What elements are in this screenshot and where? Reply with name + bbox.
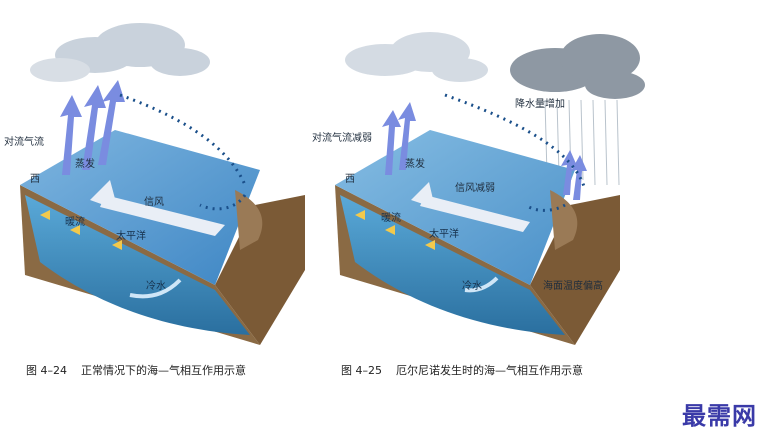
rainfall-increase-label: 降水量增加 [515,99,565,110]
warm-current-arrows [40,210,122,250]
cloud-icon [345,32,488,82]
ocean-cross-section [25,195,250,335]
cold-water-arrow [129,278,182,299]
normal-condition-diagram: 对流气流 蒸发 信风 西 暖流 太平洋 冷水 [0,0,330,395]
coastline [550,190,578,250]
west-label: 西 [30,174,40,185]
trade-wind-label: 信风 [144,197,164,208]
weak-trade-wind-label: 信风减弱 [455,183,495,194]
pacific-label: 太平洋 [116,231,146,242]
warm-current-label: 暖流 [65,217,85,228]
convection-label: 对流气流 [4,137,44,148]
evaporation-label: 蒸发 [405,159,425,170]
ocean-block-illustration-normal [20,23,305,345]
walker-circulation-dotted [119,93,247,186]
cold-water-label: 冷水 [462,281,482,292]
cloud-icon [30,23,210,82]
weak-trade-wind-arrow [420,195,530,232]
caption-number: 图 4–24 [26,364,67,377]
evaporation-label: 蒸发 [75,159,95,170]
el-nino-condition-diagram: 对流气流减弱 蒸发 信风减弱 西 暖流 太平洋 冷水 降水量增加 海面温度偏高 [312,0,645,395]
convection-arrows [60,80,125,175]
caption-figure-4-24: 图 4–24 正常情况下的海—气相互作用示意 [26,362,246,378]
caption-text: 正常情况下的海—气相互作用示意 [81,364,246,377]
caption-number: 图 4–25 [341,364,382,377]
cold-water-arrow [464,276,499,293]
warm-current-label: 暖流 [381,213,401,224]
watermark-logo: 最需网 [682,401,757,430]
weak-convection-label: 对流气流减弱 [312,133,372,144]
trade-wind-arrow [100,195,225,236]
caption-figure-4-25: 图 4–25 厄尔尼诺发生时的海—气相互作用示意 [341,362,583,378]
earth-side [215,195,305,345]
convection-arrows [382,102,587,200]
earth-side [530,195,620,345]
ocean-block-illustration-el-nino [335,32,645,345]
rain-cloud-icon [510,34,645,99]
sst-high-label: 海面温度偏高 [543,281,603,292]
pacific-label: 太平洋 [429,229,459,240]
cold-water-label: 冷水 [146,281,166,292]
caption-text: 厄尔尼诺发生时的海—气相互作用示意 [396,364,583,377]
coastline [235,190,263,250]
west-label: 西 [345,174,355,185]
warm-current-arrows [355,210,435,250]
ocean-cross-section [340,195,565,335]
